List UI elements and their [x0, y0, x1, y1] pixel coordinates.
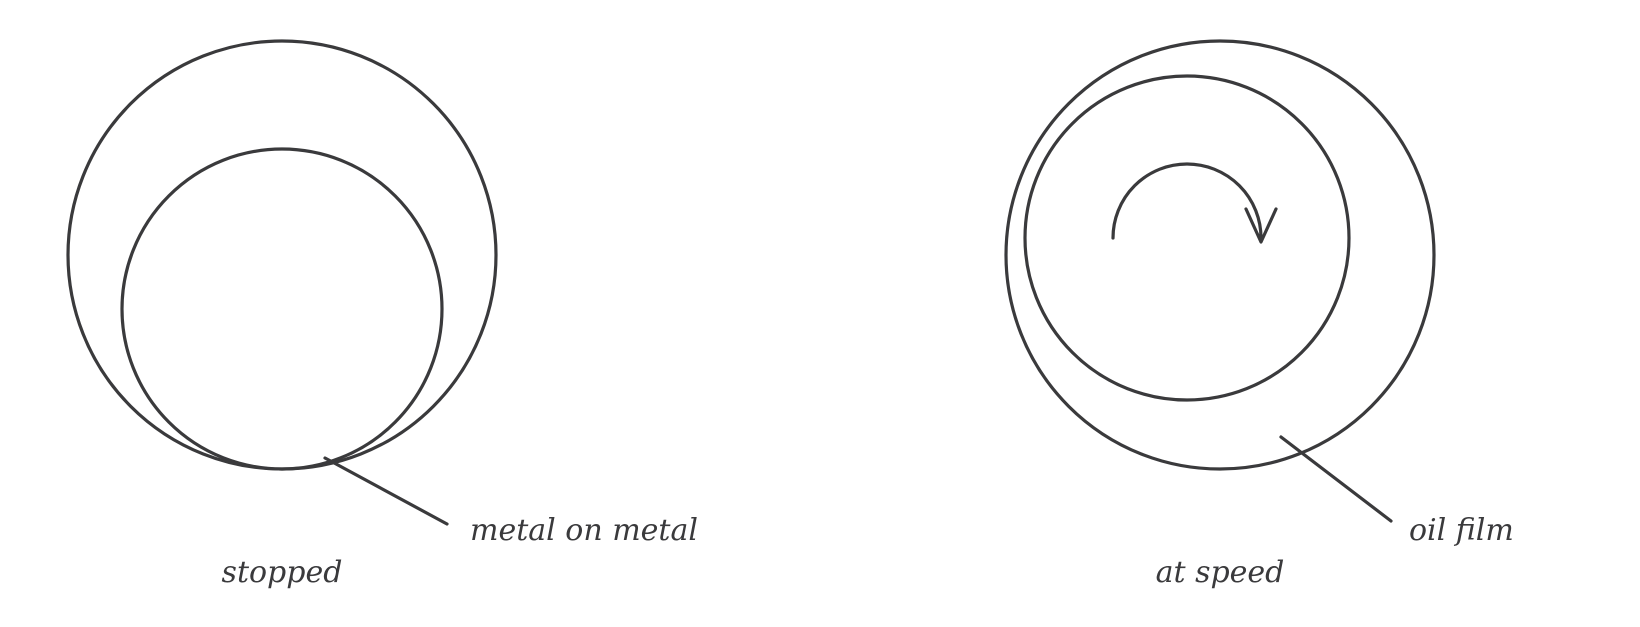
metal-on-metal-callout: metal on metal	[470, 513, 698, 548]
stopped-journal-shaft	[120, 147, 444, 471]
at-speed-journal-shaft	[1023, 74, 1351, 402]
stopped-panel: metal on metal stopped	[66, 39, 698, 590]
oil-film-callout: oil film	[1409, 513, 1514, 548]
rotation-arrow-icon	[1111, 162, 1278, 244]
at-speed-panel: oil film at speed	[1004, 39, 1514, 590]
metal-contact-leader-line	[323, 456, 449, 526]
oil-film-leader-line	[1279, 435, 1393, 523]
stopped-caption: stopped	[222, 555, 343, 590]
at-speed-caption: at speed	[1156, 555, 1285, 590]
at-speed-bearing-housing	[1004, 39, 1436, 471]
